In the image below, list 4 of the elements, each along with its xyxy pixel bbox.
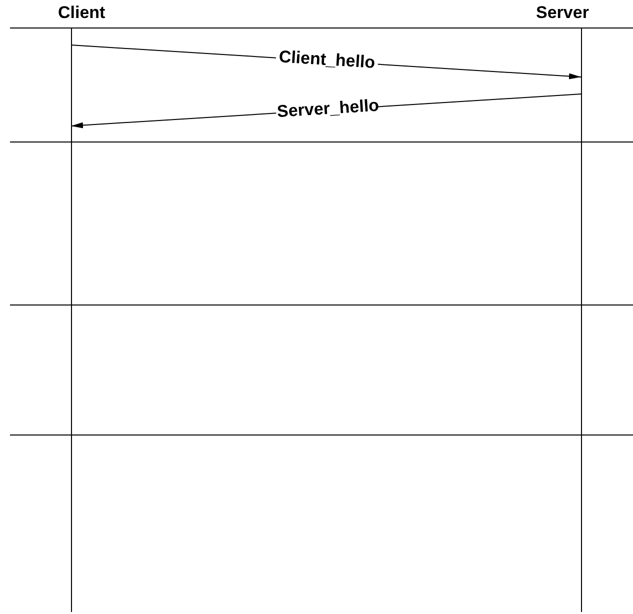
participant-label: Server [536, 3, 589, 23]
participant-label: Client [58, 3, 106, 23]
participant-column [536, 3, 589, 612]
participant-column [58, 3, 106, 612]
